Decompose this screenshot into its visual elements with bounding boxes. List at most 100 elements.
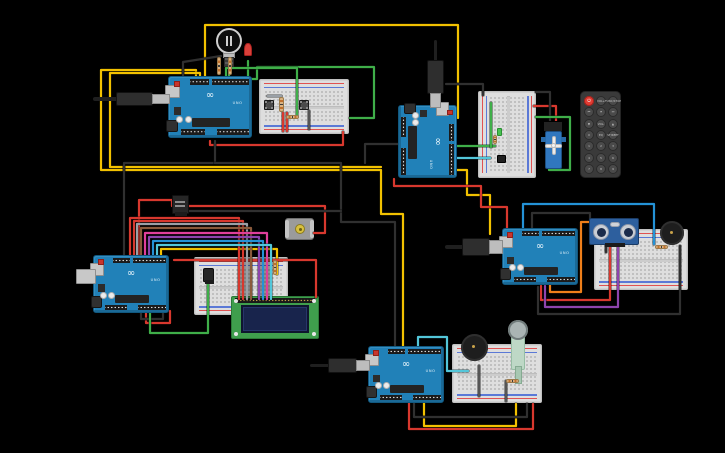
wire-red-ribbon-a[interactable] [128, 216, 241, 301]
pin-header[interactable] [105, 304, 127, 310]
wire-cyan-uno5-bb5[interactable] [416, 335, 470, 373]
wire-red-uno3-lcd[interactable] [172, 258, 318, 299]
button-cap[interactable] [266, 102, 272, 108]
pin-header[interactable] [388, 349, 406, 355]
wire-black-uno2-stub[interactable] [363, 142, 401, 165]
remote-button-9[interactable]: 9 [608, 163, 619, 174]
pin-header[interactable] [448, 143, 454, 175]
pin-header[interactable] [448, 124, 454, 141]
reset-button[interactable] [373, 350, 379, 356]
wire-red-bottom-loop[interactable] [407, 400, 535, 431]
remote-button--[interactable]: ⏭ [608, 107, 619, 118]
reset-button[interactable] [98, 259, 104, 265]
remote-button-vol+[interactable]: VOL+ [596, 96, 607, 106]
reset-button[interactable] [173, 80, 180, 87]
pin-header[interactable] [514, 276, 536, 282]
remote-button-7[interactable]: 7 [584, 163, 594, 174]
pin-header[interactable] [408, 349, 441, 355]
wire-green-uno1-bb1-right[interactable] [244, 65, 376, 120]
pin-header[interactable] [181, 129, 206, 135]
resistor-1[interactable] [279, 97, 284, 112]
remote-button--[interactable]: ▼ [584, 118, 594, 129]
wire-yellow-uno2-uno4[interactable] [450, 168, 492, 236]
resistor-8[interactable] [228, 57, 232, 75]
remote-button-func-stop[interactable]: FUNC/STOP [605, 96, 621, 106]
resistor-6[interactable] [493, 135, 497, 144]
remote-button-0[interactable]: 0 [584, 129, 594, 140]
remote-button-3[interactable]: 3 [608, 141, 619, 152]
green-led[interactable] [497, 128, 502, 136]
wire-yellow-left-trunk[interactable] [99, 68, 405, 350]
wire-black-trunk-main[interactable] [213, 161, 397, 349]
dc-motor[interactable] [285, 218, 314, 240]
pin-header[interactable] [546, 276, 575, 282]
breadboard-2[interactable] [478, 91, 536, 178]
wire-black-servo[interactable] [534, 90, 552, 123]
wire-yellow-top-loop[interactable] [203, 23, 460, 120]
arduino-uno-2[interactable]: ∞UNO [398, 102, 457, 178]
force-sensor[interactable] [506, 320, 532, 386]
remote-button--[interactable]: ⏯ [596, 107, 607, 118]
pin-header[interactable] [133, 258, 166, 264]
resistor-2[interactable] [286, 115, 299, 119]
remote-button--[interactable]: ▲ [608, 118, 619, 129]
push-button-1[interactable] [264, 100, 274, 110]
pin-header[interactable] [113, 258, 131, 264]
remote-button--[interactable]: ⏮ [584, 107, 594, 118]
wire-gray-ribbon[interactable] [135, 222, 249, 301]
remote-power-button[interactable]: ⏻ [584, 96, 594, 106]
wire-red-uno2-uno4[interactable] [392, 177, 509, 235]
wire-black-bottom-loop[interactable] [412, 400, 529, 419]
wire-red-uno1-bb1[interactable] [208, 130, 345, 147]
remote-button-1[interactable]: 1 [584, 141, 594, 152]
wire-yellow-ribbon[interactable] [159, 247, 279, 276]
sonar-pins[interactable] [605, 243, 625, 247]
wire-yellow-left-trunk-b[interactable] [108, 71, 383, 169]
reset-button[interactable] [446, 110, 453, 116]
usb-cable-1[interactable] [93, 90, 170, 108]
wire-brown-ribbon[interactable] [139, 226, 253, 301]
piezo-buzzer-1[interactable] [660, 221, 684, 245]
pin-header[interactable] [212, 79, 249, 85]
push-button-2[interactable] [299, 100, 309, 110]
wire-black-bulb[interactable] [181, 54, 223, 79]
pin-header[interactable] [401, 147, 407, 175]
wire-purple-ribbon[interactable] [147, 235, 261, 301]
arduino-uno-3[interactable]: ∞UNO [90, 255, 169, 313]
lcd-16x2[interactable] [231, 296, 319, 339]
piezo-buzzer-2[interactable] [461, 334, 488, 361]
wire-red-uno3-loop[interactable] [144, 309, 172, 325]
pin-header[interactable] [522, 231, 540, 237]
ir-receiver[interactable] [497, 155, 506, 163]
wire-black-uno2-bb2[interactable] [444, 82, 485, 97]
wire-red-ribbon-b[interactable] [132, 219, 245, 301]
wire-blue-ribbon[interactable] [151, 239, 265, 301]
pin-header[interactable] [217, 129, 249, 135]
pin-header[interactable] [380, 394, 402, 400]
arduino-uno-4[interactable]: ∞UNO [499, 228, 578, 285]
pin-header[interactable] [190, 79, 210, 85]
reset-button[interactable] [507, 232, 513, 238]
sensor-module[interactable] [172, 195, 189, 216]
bb3-component[interactable] [203, 268, 214, 284]
wire-black-buzzer1[interactable] [536, 244, 682, 316]
micro-servo[interactable] [540, 120, 568, 172]
fsr-pad[interactable] [508, 320, 528, 340]
remote-button-vol-[interactable]: VOL- [596, 118, 607, 129]
pin-header[interactable] [542, 231, 575, 237]
resistor-5[interactable] [506, 379, 519, 383]
wire-red-uno4-sonar[interactable] [539, 242, 612, 302]
remote-button-5[interactable]: 5 [596, 152, 607, 163]
usb-cable-2[interactable] [425, 40, 446, 108]
arduino-uno-5[interactable]: ∞UNO [365, 346, 444, 403]
pin-header[interactable] [137, 304, 166, 310]
bulb-glass[interactable] [216, 28, 242, 54]
remote-button-8[interactable]: 8 [596, 163, 607, 174]
remote-button-2[interactable]: 2 [596, 141, 607, 152]
usb-cable-4[interactable] [445, 236, 503, 258]
wire-green-bb3-uno3[interactable] [148, 281, 210, 335]
remote-button-eq[interactable]: EQ [596, 129, 607, 140]
wire-green-uno1-bb1-mid[interactable] [224, 66, 299, 119]
button-cap[interactable] [301, 102, 307, 108]
